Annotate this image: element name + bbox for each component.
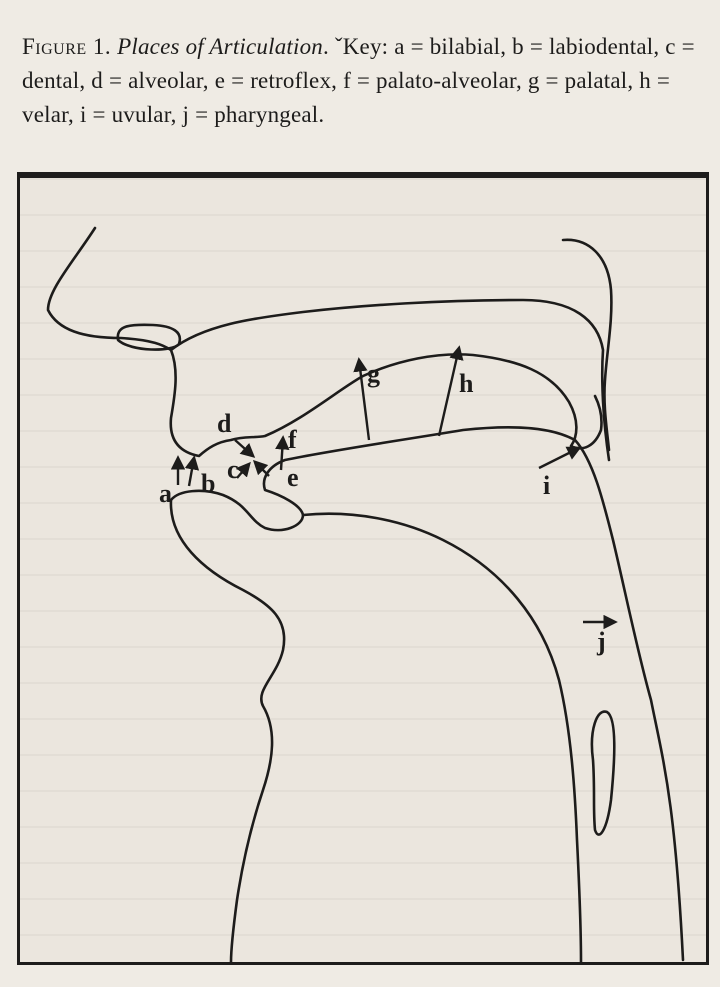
label-c: c — [227, 455, 239, 484]
figure-title: Places of Articulation — [117, 34, 323, 59]
label-b: b — [201, 469, 215, 498]
arrow-e — [255, 462, 269, 476]
label-f: f — [288, 425, 297, 454]
pharynx-front-outline — [303, 514, 581, 962]
arrow-c — [237, 464, 249, 478]
arrow-d — [235, 440, 253, 456]
nasal-cavity-outline — [48, 228, 609, 460]
vocal-tract-figure: a b c d e f g h i j — [17, 172, 709, 965]
jaw-outline — [171, 500, 284, 962]
label-e: e — [287, 463, 299, 492]
arrow-f — [281, 438, 283, 470]
label-g: g — [367, 359, 380, 388]
epiglottis-outline — [592, 712, 614, 835]
label-h: h — [459, 369, 474, 398]
vocal-tract-diagram: a b c d e f g h i j — [20, 178, 706, 962]
label-a: a — [159, 479, 172, 508]
key-prefix: . ˇKey: — [323, 34, 388, 59]
arrow-i — [539, 448, 579, 468]
arrow-h — [439, 348, 459, 436]
label-j: j — [596, 627, 606, 656]
label-d: d — [217, 409, 232, 438]
lower-lip-tongue-outline — [171, 427, 683, 960]
figure-label: Figure 1. — [22, 34, 111, 59]
label-i: i — [543, 471, 550, 500]
arrow-b — [189, 458, 194, 486]
figure-caption: Figure 1. Places of Articulation. ˇKey: … — [22, 30, 712, 132]
